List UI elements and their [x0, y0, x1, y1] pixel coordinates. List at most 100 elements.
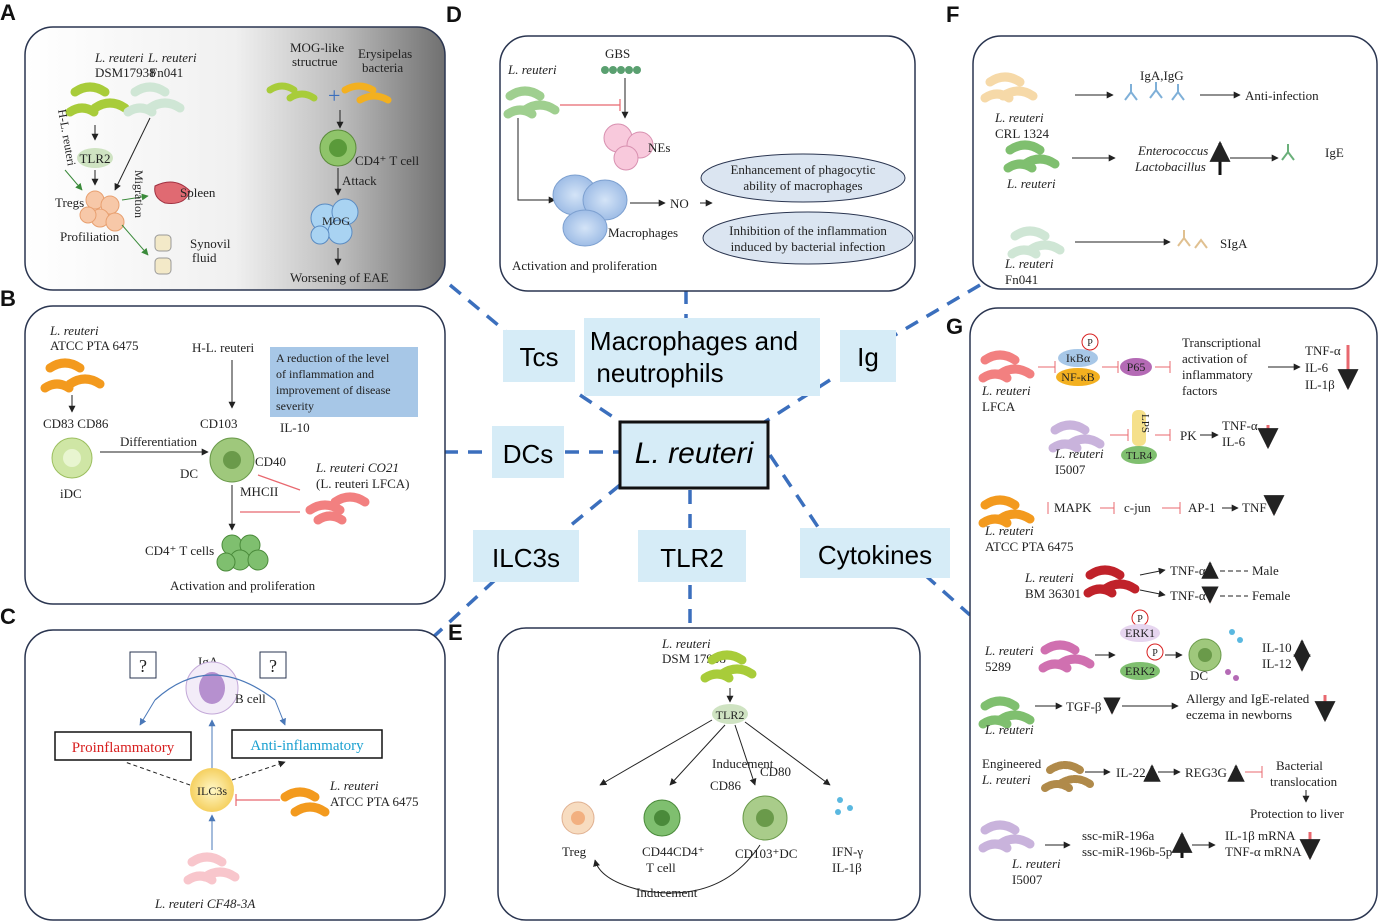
- svg-text:Treg: Treg: [562, 844, 587, 859]
- svg-text:TNF-α: TNF-α: [1305, 343, 1341, 358]
- svg-text:L. reuteri: L. reuteri: [1006, 176, 1056, 191]
- bacteria-icon: [40, 358, 105, 393]
- svg-text:ERK2: ERK2: [1125, 664, 1155, 678]
- svg-text:Fn041: Fn041: [1005, 272, 1038, 287]
- panel-b: B L. reuteri ATCC PTA 6475 CD83 CD86 iDC…: [0, 286, 446, 605]
- svg-text:CD103: CD103: [200, 416, 238, 431]
- svg-text:CD40: CD40: [255, 454, 286, 469]
- svg-text:AP-1: AP-1: [1188, 500, 1215, 515]
- svg-text:L. reuteri CF48-3A: L. reuteri CF48-3A: [154, 896, 255, 911]
- bacteria-icon: [280, 787, 330, 817]
- svg-text:P: P: [1087, 338, 1093, 349]
- svg-text:I5007: I5007: [1012, 872, 1043, 887]
- svg-text:CD86: CD86: [710, 778, 742, 793]
- svg-text:Inducement: Inducement: [712, 756, 774, 771]
- svg-text:CD83 CD86: CD83 CD86: [43, 416, 109, 431]
- svg-text:fluid: fluid: [192, 250, 217, 265]
- svg-text:TNF-α: TNF-α: [1222, 418, 1258, 433]
- svg-text:Bacterial: Bacterial: [1276, 758, 1323, 773]
- svg-text:Macrophages and: Macrophages and: [590, 326, 798, 356]
- svg-text:activation of: activation of: [1182, 351, 1248, 366]
- hub-dcs: DCs: [492, 426, 564, 478]
- svg-text:L. reuteri: L. reuteri: [635, 437, 755, 470]
- svg-text:L. reuteri: L. reuteri: [1004, 256, 1054, 271]
- svg-text:Attack: Attack: [342, 173, 377, 188]
- cytokine-dots-icon: [835, 797, 853, 815]
- svg-text:L. reuteri: L. reuteri: [1024, 570, 1074, 585]
- svg-text:TGF-β: TGF-β: [1066, 699, 1102, 714]
- svg-text:IgE: IgE: [1325, 145, 1344, 160]
- svg-text:L. reuteri CO21: L. reuteri CO21: [315, 460, 399, 475]
- svg-text:ATCC PTA 6475: ATCC PTA 6475: [50, 338, 139, 353]
- svg-text:L. reuteri: L. reuteri: [49, 323, 99, 338]
- svg-text:A reduction of the level: A reduction of the level: [276, 351, 390, 365]
- center-node: L. reuteri: [618, 420, 770, 490]
- svg-text:severity: severity: [276, 399, 314, 413]
- svg-text:L. reuteri: L. reuteri: [981, 383, 1031, 398]
- svg-text:MHCII: MHCII: [240, 484, 278, 499]
- dendritic-cell-icon: [1188, 638, 1222, 672]
- svg-text:MAPK: MAPK: [1054, 500, 1092, 515]
- hub-tlr2: TLR2: [638, 530, 746, 582]
- svg-text:Spleen: Spleen: [180, 185, 216, 200]
- svg-text:Worsening of EAE: Worsening of EAE: [290, 270, 389, 285]
- svg-text:DC: DC: [180, 466, 198, 481]
- svg-text:IL-6: IL-6: [1305, 360, 1329, 375]
- svg-text:inflammatory: inflammatory: [1182, 367, 1253, 382]
- svg-text:NEs: NEs: [648, 140, 670, 155]
- svg-text:L. reuteri: L. reuteri: [984, 523, 1034, 538]
- svg-text:IL-10: IL-10: [280, 420, 310, 435]
- svg-text:induced by bacterial infection: induced by bacterial infection: [731, 239, 886, 254]
- svg-text:L. reuteri: L. reuteri: [981, 772, 1031, 787]
- svg-text:ssc-miR-196b-5p: ssc-miR-196b-5p: [1082, 844, 1172, 859]
- tlr2-badge: [77, 148, 113, 168]
- treg-cluster-icon: [79, 190, 125, 232]
- hub-macrophages-neutrophils: Macrophages and neutrophils: [584, 318, 820, 396]
- svg-text:L. reuteri: L. reuteri: [147, 50, 197, 65]
- svg-text:c-jun: c-jun: [1124, 500, 1151, 515]
- svg-text:TNF-α: TNF-α: [1170, 588, 1206, 603]
- svg-text:ILC3s: ILC3s: [197, 784, 227, 798]
- panel-f: F L. reuteri CRL 1324 IgA,IgG Anti-infec…: [946, 2, 1378, 290]
- svg-text:LPS: LPS: [1139, 414, 1151, 433]
- dendritic-cell-icon: [209, 437, 255, 483]
- svg-text:Female: Female: [1252, 588, 1290, 603]
- svg-text:GBS: GBS: [605, 46, 630, 61]
- svg-text:F: F: [946, 2, 959, 27]
- svg-text:L. reuteri: L. reuteri: [661, 636, 711, 651]
- svg-text:factors: factors: [1182, 383, 1217, 398]
- panel-c: C IgA B cell ? ? Proinflammatory Anti-in…: [0, 604, 446, 921]
- bacteria-icon: [305, 492, 370, 525]
- svg-text:D: D: [446, 2, 462, 27]
- svg-text:CD4⁺ T cell: CD4⁺ T cell: [355, 153, 420, 168]
- svg-text:Male: Male: [1252, 563, 1279, 578]
- bacteria-icon: [978, 350, 1035, 383]
- svg-text:P: P: [1152, 648, 1158, 659]
- bacteria-icon: [978, 696, 1035, 729]
- svg-text:LFCA: LFCA: [982, 399, 1016, 414]
- b-cell-icon: [185, 661, 239, 715]
- svg-text:Profiliation: Profiliation: [60, 229, 120, 244]
- bacteria-icon: [341, 82, 392, 104]
- svg-text:BM 36301: BM 36301: [1025, 586, 1081, 601]
- hub-cytokines: Cytokines: [800, 528, 950, 578]
- svg-text:?: ?: [139, 656, 147, 676]
- svg-text:P: P: [1137, 614, 1143, 625]
- svg-text:Ig: Ig: [857, 342, 879, 372]
- svg-text:CD4⁺ T cells: CD4⁺ T cells: [145, 543, 214, 558]
- svg-text:E: E: [448, 620, 463, 645]
- svg-text:Activation and proliferation: Activation and proliferation: [170, 578, 316, 593]
- antibody-icon: [1281, 144, 1295, 161]
- svg-text:bacteria: bacteria: [362, 60, 403, 75]
- bacteria-icon: [1041, 761, 1094, 792]
- svg-text:CD80: CD80: [760, 764, 791, 779]
- svg-text:IκBα: IκBα: [1066, 351, 1091, 365]
- svg-text:C: C: [0, 604, 16, 629]
- svg-text:TLR4: TLR4: [1126, 450, 1153, 462]
- bacteria-icon: [1003, 140, 1060, 173]
- hub-tcs: Tcs: [503, 330, 575, 382]
- svg-text:G: G: [946, 314, 963, 339]
- svg-text:IL-1β: IL-1β: [832, 860, 862, 875]
- ilc3-cell-icon: [190, 768, 234, 812]
